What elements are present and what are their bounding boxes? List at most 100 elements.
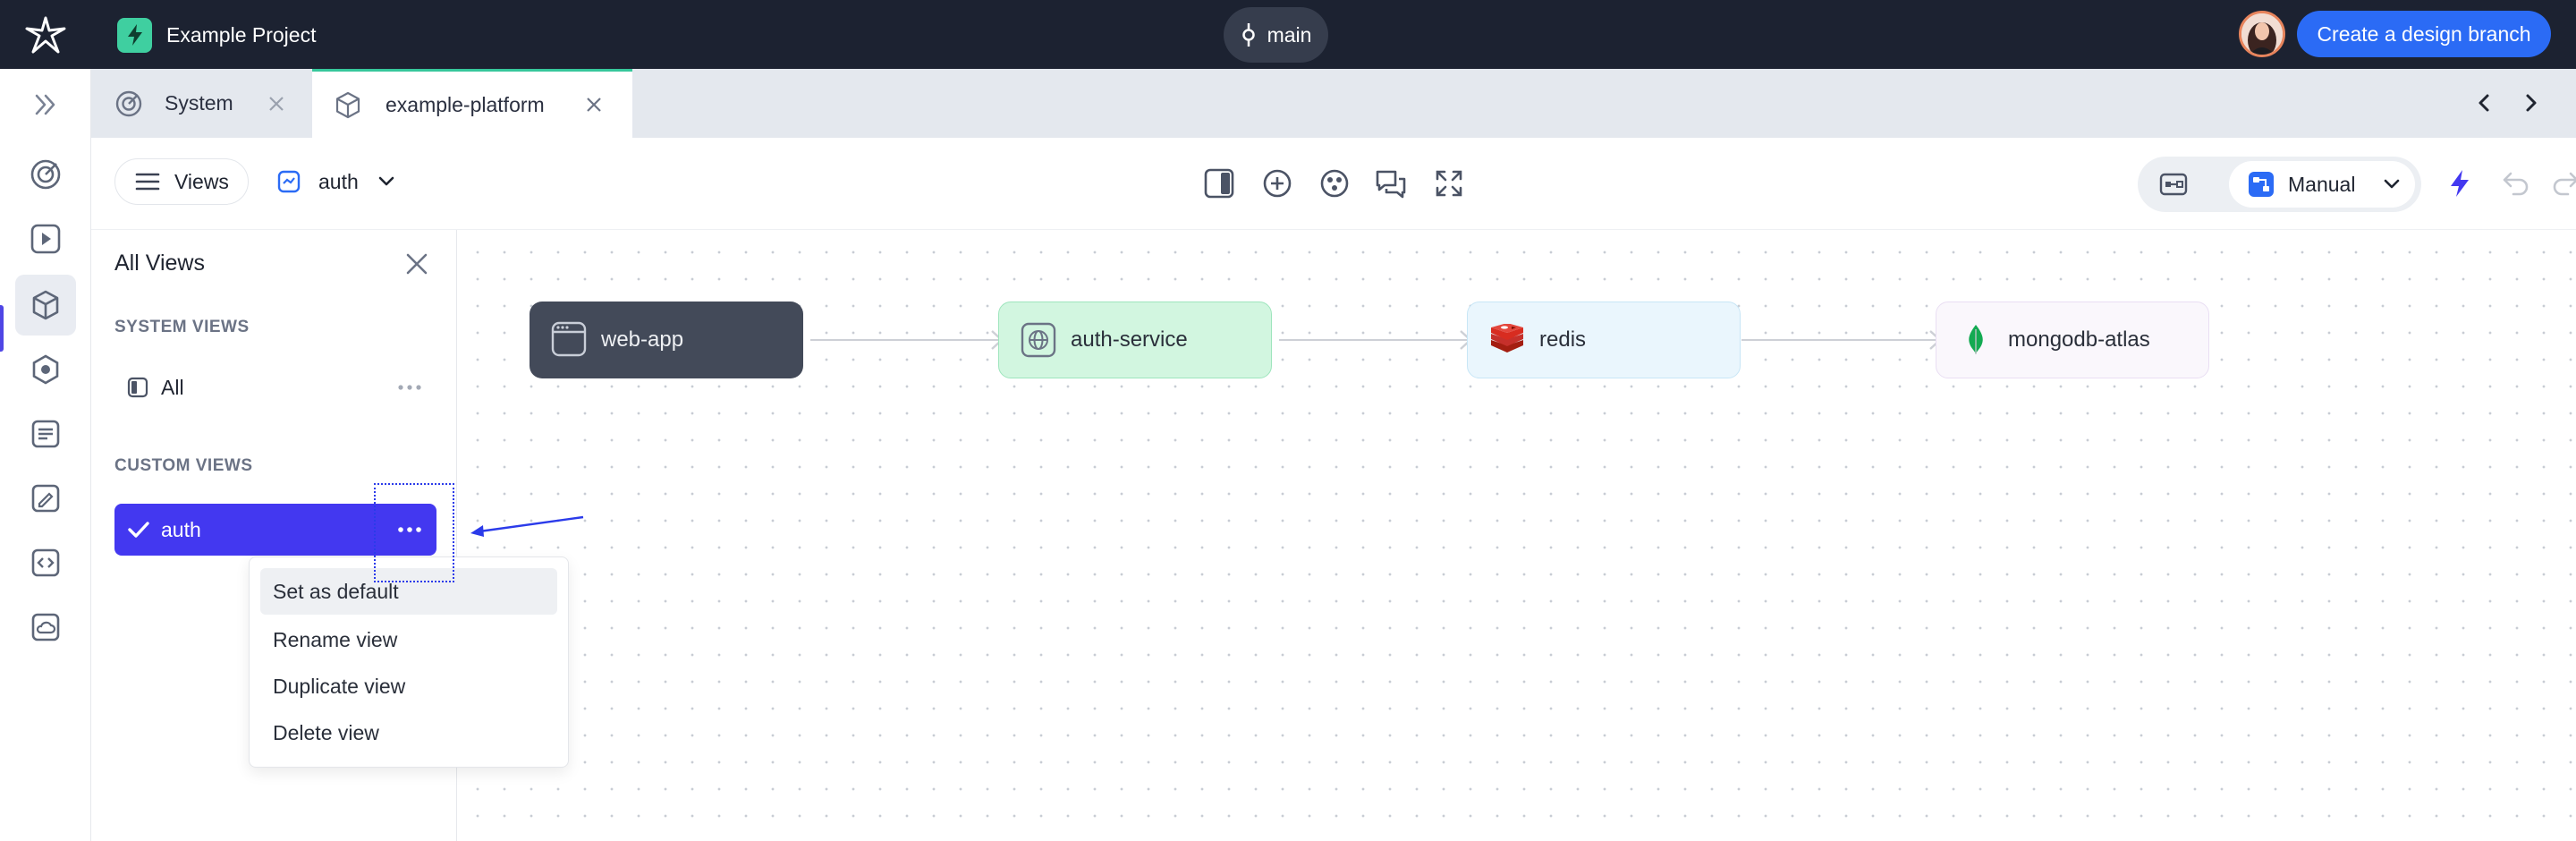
sidebar-item-docs[interactable] [15, 404, 76, 464]
sidebar-item-architecture[interactable] [15, 275, 76, 336]
tab-system[interactable]: System [91, 69, 312, 138]
cube-icon [335, 91, 360, 119]
undo-icon [2503, 172, 2529, 196]
chevron-right-icon [2526, 94, 2537, 112]
node-label: web-app [601, 327, 684, 352]
sidebar-item-sketch[interactable] [15, 468, 76, 529]
chevron-down-icon [2384, 179, 2400, 189]
diagram-canvas[interactable]: web-app auth-service redis mongodb-atlas [457, 230, 2576, 841]
manual-mode-button[interactable]: Manual [2229, 161, 2415, 208]
views-button[interactable]: Views [114, 158, 249, 205]
close-icon[interactable] [404, 251, 429, 276]
document-icon [31, 420, 60, 448]
node-auth-service[interactable]: auth-service [998, 302, 1272, 378]
expand-sidebar-button[interactable] [15, 74, 76, 135]
app-logo-icon[interactable] [0, 0, 91, 69]
cube-icon [32, 290, 59, 320]
comments-icon [1376, 170, 1406, 199]
view-item-auth[interactable]: auth [114, 504, 436, 556]
plus-circle-icon [1263, 169, 1292, 198]
menu-item-duplicate[interactable]: Duplicate view [273, 674, 406, 698]
mongodb-leaf-icon [1958, 322, 1994, 358]
chevron-down-icon [378, 176, 394, 186]
view-item-all[interactable]: All [114, 364, 436, 411]
menu-item-rename[interactable]: Rename view [273, 627, 398, 651]
layout-mode-group: Manual [2138, 157, 2421, 212]
node-label: redis [1539, 327, 1587, 352]
branch-name: main [1267, 22, 1312, 47]
tab-label: System [165, 91, 233, 115]
group-button[interactable] [1316, 165, 1353, 202]
view-selector[interactable]: auth [270, 158, 413, 205]
tab-label: example-platform [386, 92, 545, 116]
close-icon[interactable] [584, 95, 604, 115]
double-chevron-right-icon [35, 94, 55, 115]
play-icon [30, 224, 61, 254]
custom-views-heading: CUSTOM VIEWS [114, 456, 253, 475]
sidebar-item-overview[interactable] [15, 144, 76, 205]
menu-icon [135, 173, 160, 191]
project-name: Example Project [166, 22, 317, 47]
edge [1279, 339, 1469, 341]
add-node-button[interactable] [1258, 165, 1296, 202]
view-context-menu: Set as default Rename view Duplicate vie… [249, 556, 569, 768]
radar-icon [115, 90, 142, 116]
node-mongodb-atlas[interactable]: mongodb-atlas [1936, 302, 2209, 378]
sidebar-item-play[interactable] [15, 208, 76, 269]
redo-button[interactable] [2546, 165, 2576, 202]
undo-button[interactable] [2497, 165, 2535, 202]
menu-item-delete[interactable]: Delete view [273, 720, 379, 744]
branch-selector[interactable]: main [1224, 7, 1328, 63]
scroll-tabs-right-button[interactable] [2518, 89, 2545, 116]
quick-action-button[interactable] [2441, 165, 2479, 202]
view-icon [277, 170, 301, 193]
expand-icon [1436, 170, 1462, 197]
redo-icon [2553, 172, 2576, 196]
avatar[interactable] [2239, 11, 2285, 57]
chevron-left-icon [2479, 94, 2489, 112]
view-item-label: All [161, 375, 184, 399]
edit-icon [31, 484, 60, 513]
fit-view-button[interactable] [1430, 165, 1468, 202]
sidebar-item-code[interactable] [15, 532, 76, 593]
edge [1741, 339, 1938, 341]
toggle-panel-button[interactable] [1200, 165, 1238, 202]
toolbar: Views auth Manual [91, 138, 2576, 230]
mode-label: Manual [2288, 172, 2356, 196]
node-redis[interactable]: redis [1467, 302, 1741, 378]
redis-icon [1489, 322, 1525, 358]
globe-icon [1021, 322, 1056, 358]
more-icon[interactable] [397, 526, 422, 533]
bolt-icon [117, 17, 152, 53]
browser-window-icon [551, 321, 587, 357]
checkmark-icon [128, 522, 149, 538]
manual-layout-icon [2249, 172, 2274, 197]
sidebar-item-components[interactable] [15, 339, 76, 400]
group-icon [1320, 169, 1349, 198]
layout-icon [2159, 173, 2188, 196]
create-design-branch-button[interactable]: Create a design branch [2297, 11, 2551, 57]
active-indicator [0, 305, 4, 352]
more-icon[interactable] [397, 384, 422, 391]
hexagon-icon [32, 354, 59, 385]
top-bar: Example Project main Create a design bra… [0, 0, 2576, 69]
scroll-tabs-left-button[interactable] [2470, 89, 2497, 116]
left-sidebar [0, 69, 91, 841]
system-views-heading: SYSTEM VIEWS [114, 318, 250, 336]
project-selector[interactable]: Example Project [117, 17, 316, 53]
bolt-icon [2451, 170, 2469, 197]
node-web-app[interactable]: web-app [530, 302, 803, 378]
tab-example-platform[interactable]: example-platform [312, 69, 632, 138]
panel-icon [127, 377, 148, 398]
auto-layout-button[interactable] [2152, 166, 2195, 203]
panel-icon [1204, 168, 1234, 199]
annotation-arrow [470, 515, 584, 537]
menu-item-set-default[interactable]: Set as default [260, 568, 557, 615]
sidebar-item-cloud[interactable] [15, 597, 76, 658]
annotation-highlight-box [374, 483, 454, 582]
edge [810, 339, 1000, 341]
close-icon[interactable] [267, 94, 286, 114]
comments-button[interactable] [1372, 165, 1410, 202]
node-label: auth-service [1071, 327, 1188, 352]
tab-bar: System example-platform [91, 69, 2576, 138]
